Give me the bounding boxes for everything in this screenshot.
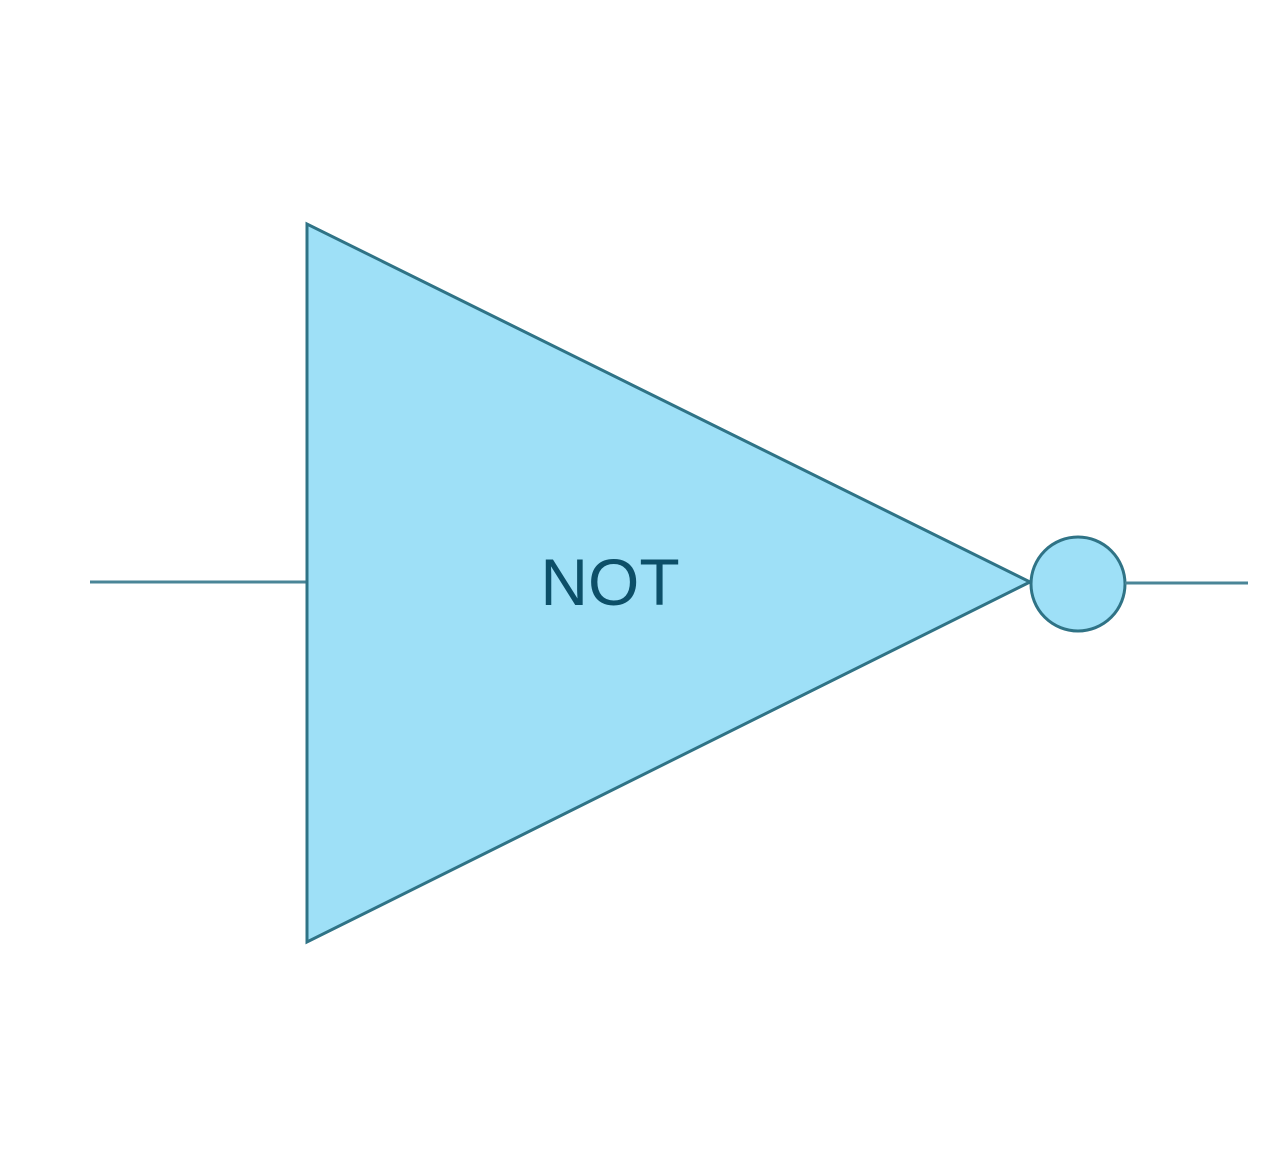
not-gate-triangle [305,221,1034,945]
gate-label: NOT [540,545,679,619]
inversion-bubble [1029,535,1127,633]
